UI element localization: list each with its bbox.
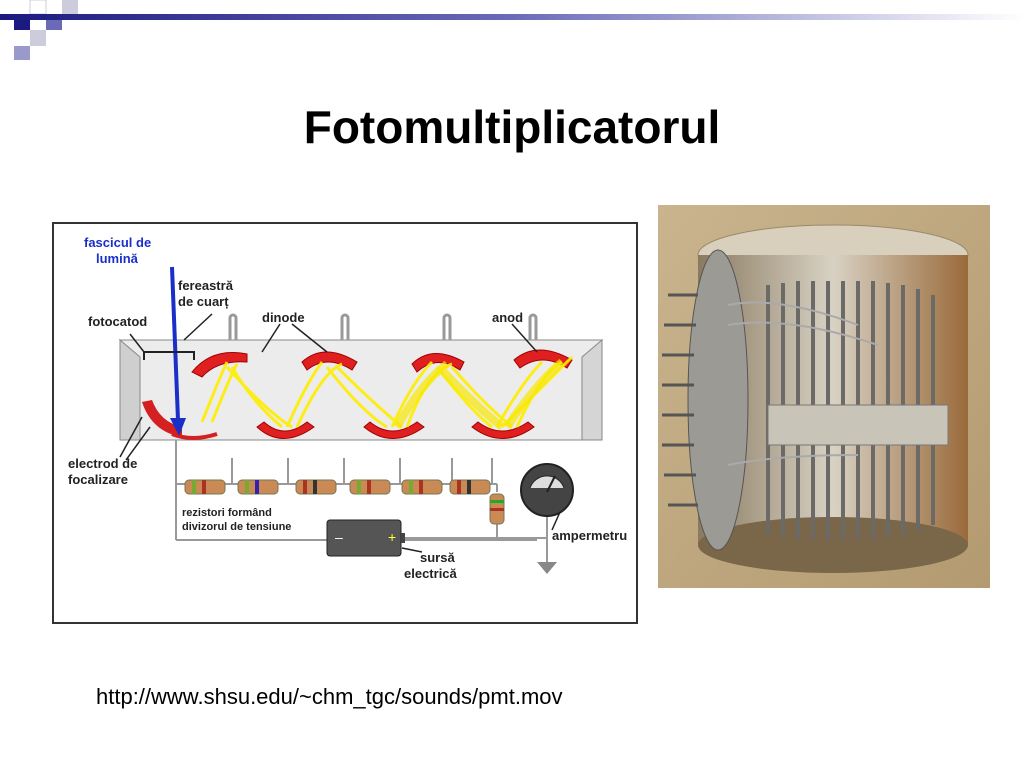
ammeter-leader — [551, 511, 561, 531]
label-focus-1: electrod de — [68, 456, 137, 471]
label-dynodes: dinode — [262, 310, 305, 325]
label-ammeter: ampermetru — [552, 528, 627, 543]
dynodes-top — [191, 349, 573, 378]
ammeter — [520, 463, 574, 574]
pmt-diagram: – + fascicul de lumină fereastră de cuar… — [52, 222, 638, 624]
svg-text:–: – — [335, 529, 343, 545]
label-resistors-2: divizorul de tensiune — [182, 521, 291, 533]
corner-decoration — [14, 0, 78, 60]
pmt-photo — [658, 205, 990, 588]
label-focus-2: focalizare — [68, 472, 128, 487]
label-source-1: sursă — [420, 550, 455, 565]
light-beam-arrow — [170, 266, 186, 436]
svg-text:+: + — [388, 529, 396, 545]
resistors — [184, 479, 505, 525]
slide-title: Fotomultiplicatorul — [303, 101, 721, 153]
electron-streams-thick — [393, 358, 565, 431]
source-link[interactable]: http://www.shsu.edu/~chm_tgc/sounds/pmt.… — [96, 684, 563, 709]
top-pins — [228, 313, 538, 340]
photocathode-arc — [171, 432, 218, 440]
label-window-1: fereastră — [178, 278, 234, 293]
label-window-2: de cuarț — [178, 294, 229, 309]
battery: – + — [326, 519, 405, 557]
label-photocathode: fotocatod — [88, 314, 147, 329]
leader-lines — [119, 313, 538, 461]
dynodes-bottom — [256, 421, 535, 439]
label-beam-1: fascicul de — [84, 235, 151, 250]
label-beam-2: lumină — [96, 251, 139, 266]
top-gradient-bar — [0, 14, 1024, 20]
label-resistors-1: rezistori formând — [182, 507, 272, 519]
focusing-electrode — [142, 400, 182, 437]
label-anode: anod — [492, 310, 523, 325]
source-leader — [401, 547, 423, 553]
label-source-2: electrică — [404, 566, 458, 581]
photocathode-bracket — [143, 351, 195, 360]
